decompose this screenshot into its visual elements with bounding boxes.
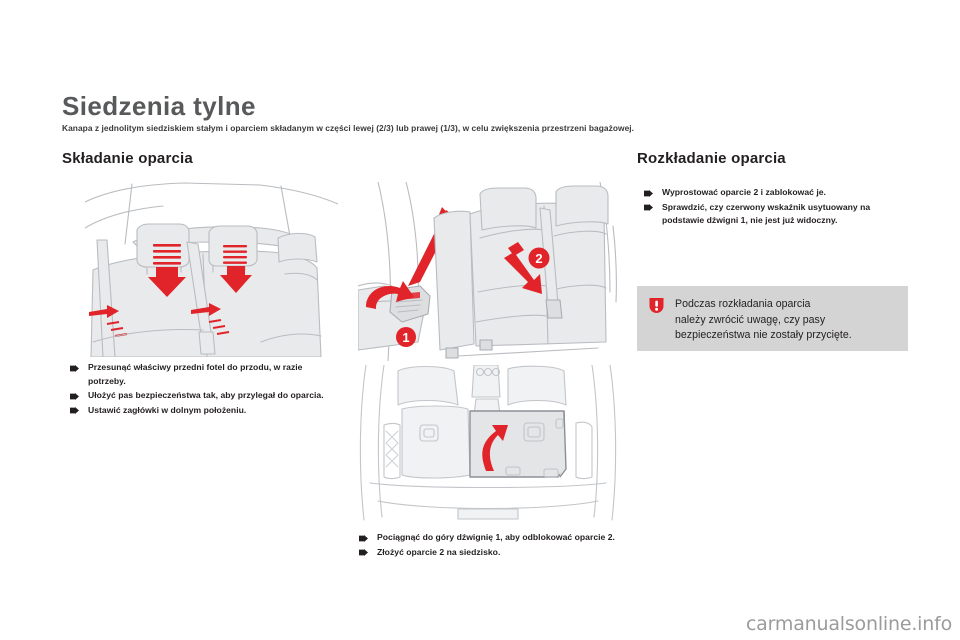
- list-item: Złożyć oparcie 2 na siedzisko.: [357, 546, 625, 560]
- section-heading-folding: Składanie oparcia: [62, 150, 193, 167]
- bullet-arrow-icon: [644, 204, 653, 211]
- rear-seat-headrests-illustration: .ln { fill:none; stroke:#b9bcc0; stroke-…: [85, 182, 338, 357]
- bullet-arrow-icon: [70, 364, 79, 372]
- svg-text:2: 2: [535, 251, 542, 266]
- page-subtitle: Kanapa z jednolitym siedziskiem stałym i…: [62, 123, 635, 133]
- folding-instruction-list: Przesunąć właściwy przedni fotel do przo…: [68, 361, 336, 418]
- title-block: Siedzenia tylne Kanapa z jednolitym sied…: [62, 92, 902, 134]
- list-item-text: Pociągnąć do góry dźwignię 1, aby odblok…: [377, 532, 615, 542]
- warning-exclamation-icon: [648, 297, 665, 314]
- list-item-text: Złożyć oparcie 2 na siedzisko.: [377, 546, 501, 557]
- bullet-arrow-icon: [644, 189, 653, 197]
- warning-box: Podczas rozkładania oparcia należy zwróc…: [637, 286, 908, 351]
- list-item-text: Ułożyć pas bezpieczeństwa tak, aby przyl…: [88, 390, 324, 400]
- bullet-arrow-icon: [70, 392, 79, 400]
- list-item: Sprawdzić, czy czerwony wskaźnik usytuow…: [642, 201, 904, 228]
- list-item: Ułożyć pas bezpieczeństwa tak, aby przyl…: [68, 389, 336, 403]
- list-item: Pociągnąć do góry dźwignię 1, aby odblok…: [357, 531, 625, 545]
- list-item-text: Przesunąć właściwy przedni fotel do przo…: [88, 362, 303, 386]
- list-item-text: Ustawić zagłówki w dolnym położeniu.: [88, 404, 247, 415]
- list-item: Ustawić zagłówki w dolnym położeniu.: [68, 404, 336, 418]
- bullet-arrow-icon: [70, 407, 79, 414]
- lever-instruction-list: Pociągnąć do góry dźwignię 1, aby odblok…: [357, 531, 625, 560]
- list-item: Wyprostować oparcie 2 i zablokować je.: [642, 186, 904, 200]
- section-heading-unfolding: Rozkładanie oparcia: [637, 150, 786, 167]
- list-item-text: Wyprostować oparcie 2 i zablokować je.: [662, 187, 826, 197]
- svg-text:1: 1: [402, 330, 409, 345]
- bullet-arrow-icon: [359, 534, 368, 542]
- warning-text: Podczas rozkładania oparcia należy zwróc…: [675, 298, 852, 341]
- bullet-arrow-icon: [359, 549, 368, 556]
- unfolding-instruction-list: Wyprostować oparcie 2 i zablokować je. S…: [642, 186, 904, 229]
- page-title: Siedzenia tylne: [62, 91, 256, 121]
- seat-release-lever-illustration: .ln2 { fill:none; stroke:#b9bcc0; stroke…: [358, 182, 619, 361]
- folded-seat-boot-illustration: .ln3 { fill:none; stroke:#c2c5c9; stroke…: [358, 365, 619, 524]
- list-item: Przesunąć właściwy przedni fotel do przo…: [68, 361, 336, 388]
- watermark: carmanualsonline.info: [745, 613, 952, 635]
- list-item-text: Sprawdzić, czy czerwony wskaźnik usytuow…: [662, 201, 871, 226]
